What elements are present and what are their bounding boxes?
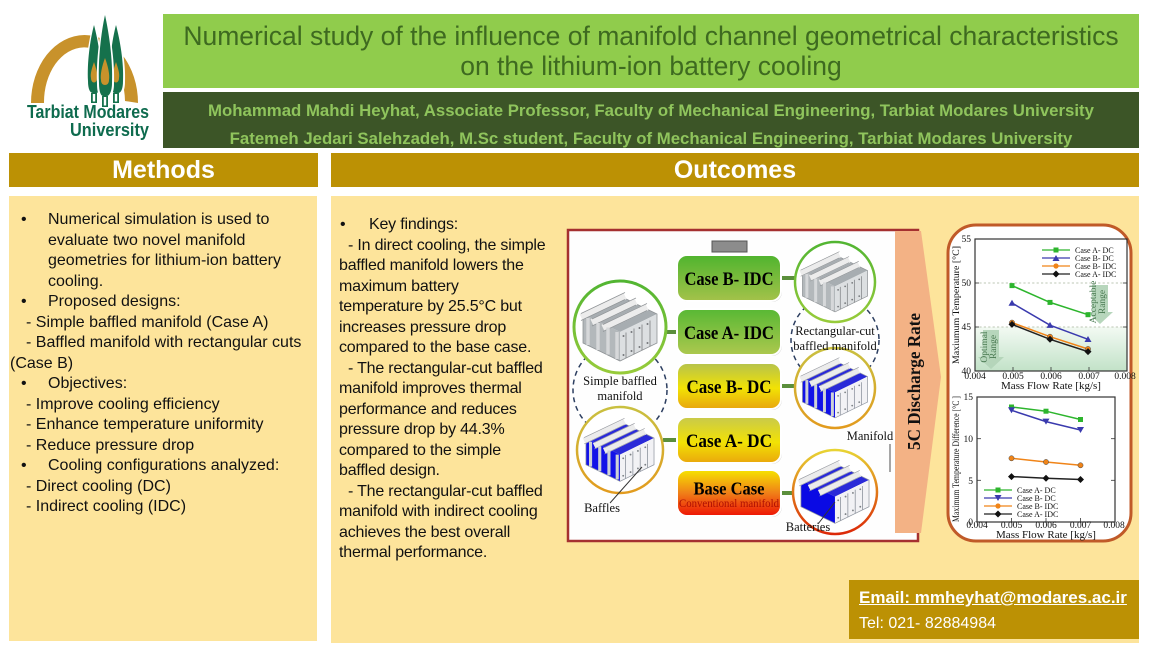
svg-text:Case B- IDC: Case B- IDC <box>1075 262 1116 271</box>
svg-text:0.007: 0.007 <box>1070 521 1092 531</box>
svg-text:Case A- IDC: Case A- IDC <box>1017 510 1058 519</box>
svg-text:Conventional manifold: Conventional manifold <box>679 498 779 510</box>
svg-text:Case B- DC: Case B- DC <box>687 378 772 398</box>
svg-text:Range: Range <box>1098 290 1108 314</box>
svg-text:Case A- DC: Case A- DC <box>1075 246 1114 255</box>
svg-text:Base Case: Base Case <box>694 479 765 499</box>
svg-text:0.006: 0.006 <box>1040 372 1062 382</box>
svg-text:Range: Range <box>989 335 999 359</box>
svg-text:0.008: 0.008 <box>1103 521 1125 531</box>
svg-text:baffled manifold: baffled manifold <box>793 339 877 353</box>
svg-text:50: 50 <box>962 279 972 289</box>
svg-text:Case B- DC: Case B- DC <box>1075 254 1114 263</box>
svg-text:University: University <box>70 120 149 140</box>
svg-text:Acceptable: Acceptable <box>1089 281 1099 324</box>
svg-text:manifold: manifold <box>597 389 643 403</box>
svg-text:Baffles: Baffles <box>584 501 620 515</box>
svg-text:Tarbiat Modares: Tarbiat Modares <box>27 102 149 122</box>
svg-text:0: 0 <box>968 518 973 528</box>
svg-text:Case B- IDC: Case B- IDC <box>685 270 774 290</box>
svg-text:Maximum Temperature Difference: Maximum Temperature Difference [°C ] <box>951 396 962 522</box>
svg-text:Mass Flow Rate [kg/s]: Mass Flow Rate [kg/s] <box>1001 380 1101 392</box>
svg-text:Case A- IDC: Case A- IDC <box>1075 270 1116 279</box>
svg-text:0.004: 0.004 <box>964 372 986 382</box>
svg-text:Mass Flow Rate [kg/s]: Mass Flow Rate [kg/s] <box>996 529 1096 541</box>
svg-text:0.005: 0.005 <box>1002 372 1024 382</box>
svg-text:0.007: 0.007 <box>1078 372 1100 382</box>
svg-text:Case A- DC: Case A- DC <box>1017 486 1056 495</box>
svg-text:Manifold: Manifold <box>847 429 894 443</box>
svg-text:Case B- IDC: Case B- IDC <box>1017 502 1058 511</box>
svg-text:0.005: 0.005 <box>1001 521 1023 531</box>
svg-text:Case B- DC: Case B- DC <box>1017 494 1056 503</box>
svg-text:Case A- IDC: Case A- IDC <box>684 324 774 344</box>
svg-text:0.004: 0.004 <box>966 521 988 531</box>
svg-text:Case A- DC: Case A- DC <box>686 432 772 452</box>
svg-text:Batteries: Batteries <box>786 520 831 534</box>
svg-text:Simple baffled: Simple baffled <box>583 374 657 388</box>
svg-text:5C Discharge Rate: 5C Discharge Rate <box>904 313 924 450</box>
svg-text:0.008: 0.008 <box>1114 372 1136 382</box>
svg-text:40: 40 <box>962 367 972 377</box>
svg-text:0.006: 0.006 <box>1035 521 1057 531</box>
svg-text:5: 5 <box>968 477 973 487</box>
svg-text:55: 55 <box>962 235 972 245</box>
svg-text:15: 15 <box>964 393 974 403</box>
svg-text:45: 45 <box>962 323 972 333</box>
svg-text:Optimal: Optimal <box>980 331 990 362</box>
svg-text:10: 10 <box>964 435 974 445</box>
svg-text:Maxiumum Temperature [°C]: Maxiumum Temperature [°C] <box>951 246 962 364</box>
svg-text:Rectangular-cut: Rectangular-cut <box>795 324 875 338</box>
